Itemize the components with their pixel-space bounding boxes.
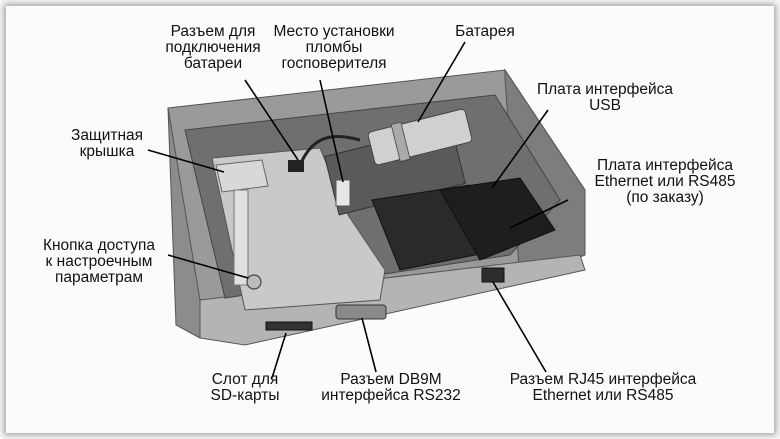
settings-button-shape: [246, 274, 262, 290]
leader-battery-connector: [244, 79, 299, 161]
battery-cable: [298, 135, 361, 166]
rj45-shape: [481, 267, 505, 283]
leader-ethernet: [509, 199, 569, 229]
battery-band: [390, 121, 411, 162]
leader-cover: [147, 149, 225, 173]
leader-sd: [271, 332, 287, 379]
sd-slot-shape: [265, 321, 313, 331]
leader-db9m: [361, 317, 377, 373]
battery-shape: [367, 108, 473, 166]
leader-seal: [319, 79, 344, 183]
cover-strip: [233, 189, 249, 286]
seal-shape: [335, 179, 351, 207]
leader-usb: [491, 109, 549, 189]
enclosure-left-wall: [167, 107, 201, 339]
leader-lines: [147, 41, 569, 379]
leader-rj45: [492, 281, 547, 373]
ethernet-board-shape: [439, 177, 556, 261]
db9m-shape: [335, 304, 387, 320]
protective-cover-shape: [215, 159, 269, 193]
leader-button: [167, 254, 249, 279]
label-battery: Батарея: [455, 23, 515, 40]
battery-connector-shape: [288, 160, 304, 172]
leader-battery: [417, 41, 466, 123]
